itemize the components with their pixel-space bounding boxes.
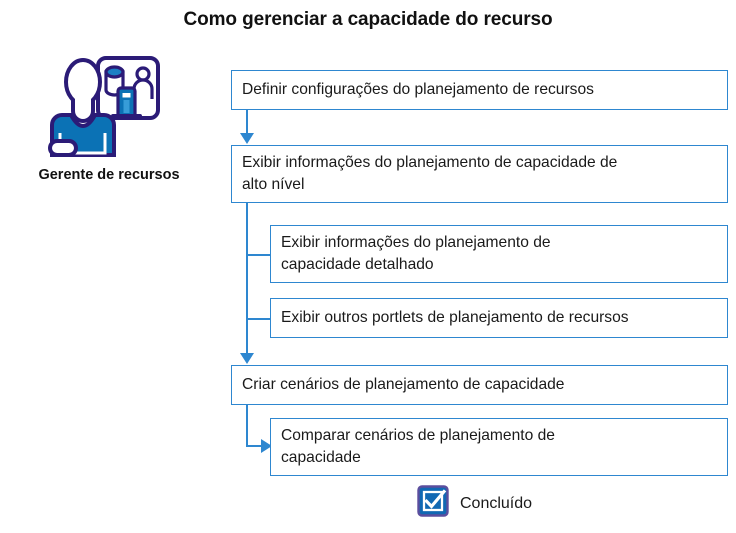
connector-step5-to-step6-horizontal xyxy=(246,445,264,448)
flow-box-step-6[interactable]: Comparar cenários de planejamento de cap… xyxy=(270,418,728,476)
connector-stub-step4 xyxy=(246,318,272,321)
flow-box-step-3-line-2: capacidade detalhado xyxy=(281,256,434,273)
flow-box-step-3[interactable]: Exibir informações do planejamento de ca… xyxy=(270,225,728,283)
connector-step5-to-step6-arrowhead xyxy=(261,439,272,453)
connector-step1-to-step2-arrowhead xyxy=(240,133,254,144)
flow-box-step-6-line-2: capacidade xyxy=(281,449,361,466)
resource-manager-person-icon xyxy=(42,55,162,160)
page-title: Como gerenciar a capacidade do recurso xyxy=(183,9,553,30)
flow-box-step-3-line-1: Exibir informações do planejamento de xyxy=(281,233,551,251)
connector-stub-step3 xyxy=(246,254,272,257)
legend-label: Concluído xyxy=(460,494,533,512)
flow-box-step-1[interactable]: Definir configurações do planejamento de… xyxy=(231,70,728,110)
flow-box-step-2-line-2: alto nível xyxy=(242,176,305,193)
flow-box-step-2[interactable]: Exibir informações do planejamento de ca… xyxy=(231,145,728,203)
flow-box-step-6-line-1: Comparar cenários de planejamento de xyxy=(281,426,555,444)
flow-box-step-5-line-1: Criar cenários de planejamento de capaci… xyxy=(242,375,565,393)
flow-box-step-2-line-1: Exibir informações do planejamento de ca… xyxy=(242,153,618,171)
flow-box-step-4-line-1: Exibir outros portlets de planejamento d… xyxy=(281,308,629,326)
connector-spine-arrowhead xyxy=(240,353,254,364)
role-label: Gerente de recursos xyxy=(38,167,180,183)
connector-step1-to-step2-line xyxy=(246,110,249,138)
flow-box-step-5[interactable]: Criar cenários de planejamento de capaci… xyxy=(231,365,728,405)
checked-checkbox-icon xyxy=(417,485,449,522)
connector-step5-to-step6-vertical xyxy=(246,405,249,447)
connector-spine-step2-to-step5 xyxy=(246,203,249,358)
flow-box-step-1-line-1: Definir configurações do planejamento de… xyxy=(242,80,594,98)
role-block: Gerente de recursos xyxy=(0,55,218,183)
flow-box-step-4[interactable]: Exibir outros portlets de planejamento d… xyxy=(270,298,728,338)
legend: Concluído xyxy=(417,485,532,522)
